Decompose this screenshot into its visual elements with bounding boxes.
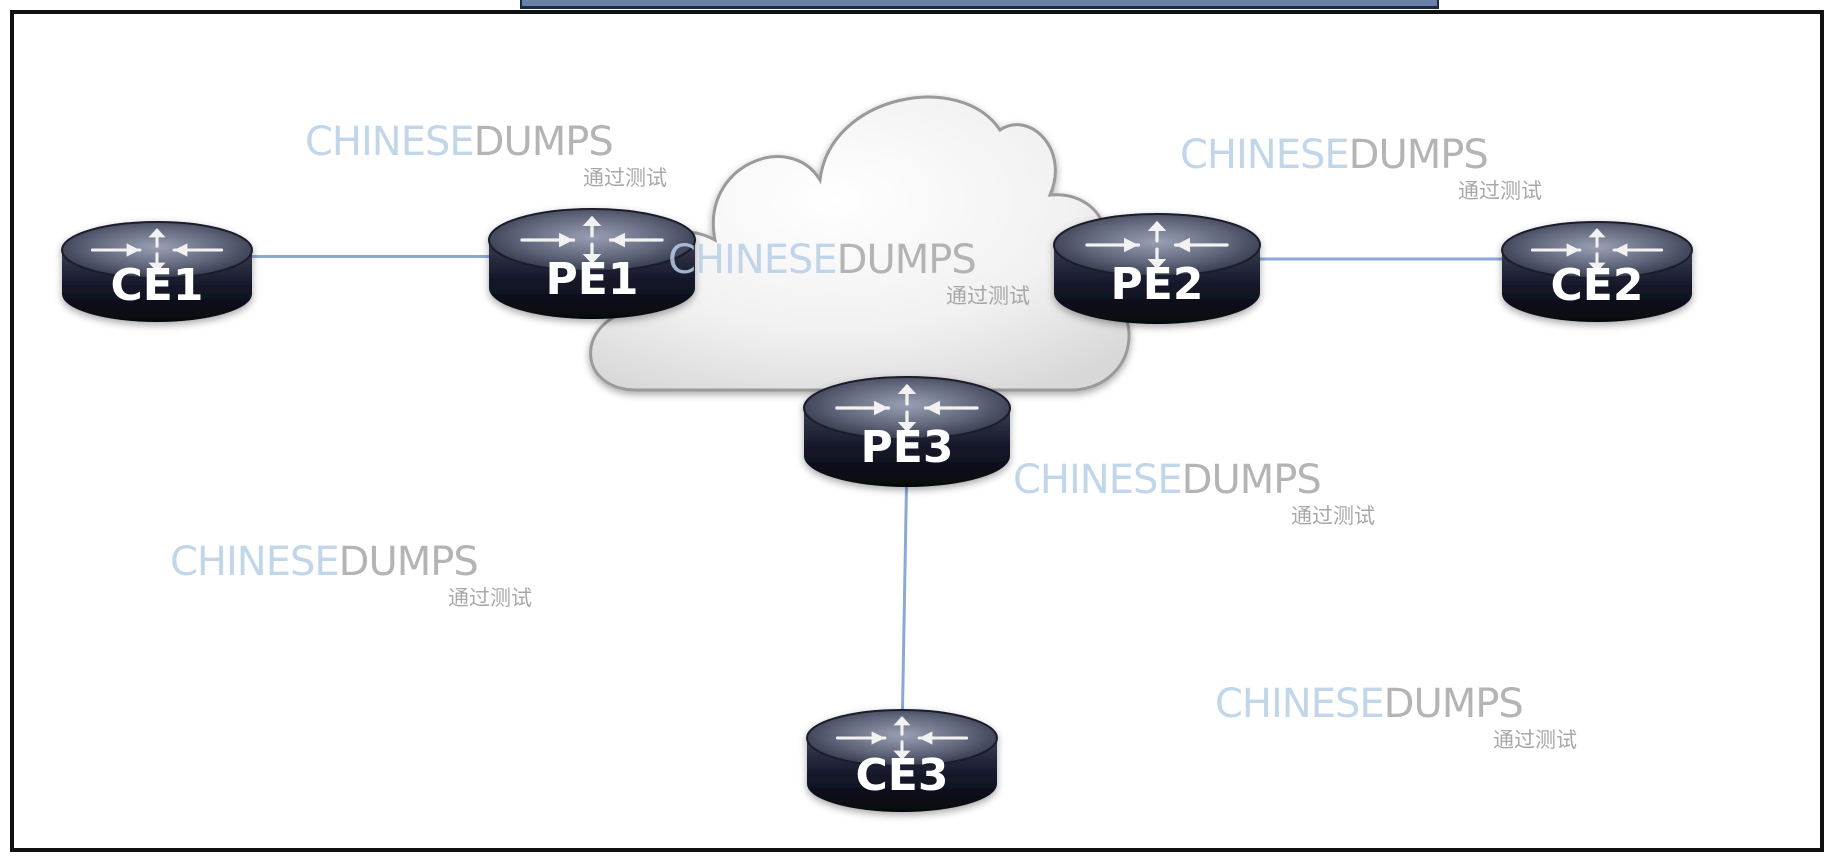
router-label: CE1: [111, 260, 204, 311]
router-arrows-icon: [520, 215, 664, 265]
top-tab-bar: [520, 0, 1439, 9]
watermark-part2: DUMPS: [339, 539, 478, 585]
router-arrows-icon: [835, 716, 969, 760]
watermark-part1: CHINESE: [170, 539, 339, 585]
svg-text:CHINESEDUMPS: CHINESEDUMPS: [668, 237, 976, 283]
svg-text:CHINESEDUMPS: CHINESEDUMPS: [1180, 132, 1488, 178]
watermark-sub: 通过测试: [1291, 504, 1375, 528]
router-label: CE2: [1551, 260, 1644, 311]
watermark-sub: 通过测试: [583, 166, 667, 190]
watermark-part1: CHINESE: [1215, 681, 1384, 727]
watermark-sub: 通过测试: [946, 284, 1030, 308]
watermark-part2: DUMPS: [837, 237, 976, 283]
router-ce1[interactable]: CE1: [61, 221, 253, 322]
watermark-part1: CHINESE: [305, 119, 474, 165]
router-label: PE3: [861, 422, 954, 473]
watermark-sub: 通过测试: [1458, 179, 1542, 203]
router-label: PE2: [1111, 259, 1204, 310]
router-label: CE3: [856, 750, 949, 801]
watermark-sub: 通过测试: [1493, 728, 1577, 752]
router-pe1[interactable]: PE1: [488, 208, 696, 319]
svg-text:CHINESEDUMPS: CHINESEDUMPS: [1215, 681, 1523, 727]
watermark-part2: DUMPS: [1384, 681, 1523, 727]
router-ce2[interactable]: CE2: [1501, 221, 1693, 322]
watermark-part2: DUMPS: [1349, 132, 1488, 178]
svg-text:CHINESEDUMPS: CHINESEDUMPS: [1013, 457, 1321, 503]
router-ce3[interactable]: CE3: [806, 709, 998, 812]
router-arrows-icon: [1085, 220, 1229, 270]
link-pe3-ce3: [900, 455, 909, 739]
router-pe3[interactable]: PE3: [803, 376, 1011, 487]
watermark-part1: CHINESE: [1180, 132, 1349, 178]
router-arrows-icon: [1530, 228, 1664, 272]
watermark-part1: CHINESE: [668, 237, 837, 283]
svg-text:CHINESEDUMPS: CHINESEDUMPS: [305, 119, 613, 165]
router-arrows-icon: [90, 228, 224, 272]
watermark-part1: CHINESE: [1013, 457, 1182, 503]
svg-text:CHINESEDUMPS: CHINESEDUMPS: [170, 539, 478, 585]
watermark-part2: DUMPS: [474, 119, 613, 165]
router-pe2[interactable]: PE2: [1053, 213, 1261, 324]
watermark-sub: 通过测试: [448, 586, 532, 610]
watermark-part2: DUMPS: [1182, 457, 1321, 503]
router-arrows-icon: [835, 383, 979, 433]
router-label: PE1: [546, 254, 639, 305]
